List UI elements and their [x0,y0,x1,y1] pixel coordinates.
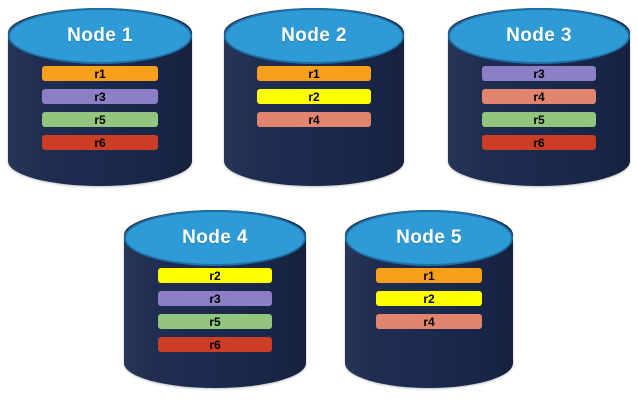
replica-label: r4 [533,89,545,104]
replica-label: r6 [94,135,106,150]
replica-label: r4 [423,314,435,329]
node-label: Node 2 [281,25,347,46]
replica-bar[interactable]: r5 [481,112,597,127]
replica-label: r5 [94,112,106,127]
node-label: Node 1 [67,25,133,46]
replica-label: r6 [533,135,545,150]
node-label: Node 5 [396,227,462,248]
database-node-5[interactable]: Node 5 r1 r2 r4 [345,210,513,388]
replica-list: r1 r2 r4 [345,268,513,337]
replica-bar[interactable]: r4 [376,314,482,329]
replica-bar[interactable]: r3 [157,291,273,306]
replica-list: r1 r2 r4 [224,66,404,135]
replica-bar[interactable]: r4 [481,89,597,104]
replica-list: r1 r3 r5 r6 [8,66,192,158]
node-label: Node 3 [506,25,572,46]
replica-label: r4 [308,112,320,127]
replica-list: r2 r3 r5 r6 [124,268,306,360]
replica-bar[interactable]: r2 [376,291,482,306]
database-node-1[interactable]: Node 1 r1 r3 r5 r6 [8,8,192,186]
cylinder-top-disc: Node 5 [345,210,513,266]
replica-bar[interactable]: r5 [42,112,158,127]
replica-label: r3 [533,66,545,81]
replica-label: r5 [533,112,545,127]
replica-label: r2 [209,268,221,283]
replica-bar[interactable]: r2 [257,89,371,104]
replica-label: r6 [209,337,221,352]
replica-bar[interactable]: r5 [157,314,273,329]
cylinder-top-disc: Node 4 [124,210,306,266]
cylinder-top-disc: Node 3 [448,8,630,64]
replica-label: r1 [308,66,320,81]
database-node-4[interactable]: Node 4 r2 r3 r5 r6 [124,210,306,388]
replica-bar[interactable]: r3 [481,66,597,81]
replica-bar[interactable]: r1 [376,268,482,283]
replica-label: r2 [423,291,435,306]
cylinder-top-disc: Node 1 [8,8,192,64]
replica-bar[interactable]: r6 [157,337,273,352]
replica-label: r5 [209,314,221,329]
replica-bar[interactable]: r6 [481,135,597,150]
database-node-2[interactable]: Node 2 r1 r2 r4 [224,8,404,186]
replica-label: r3 [94,89,106,104]
replica-label: r2 [308,89,320,104]
replica-bar[interactable]: r1 [257,66,371,81]
node-label: Node 4 [182,227,248,248]
replica-list: r3 r4 r5 r6 [448,66,630,158]
replica-bar[interactable]: r3 [42,89,158,104]
database-node-3[interactable]: Node 3 r3 r4 r5 r6 [448,8,630,186]
replica-bar[interactable]: r2 [157,268,273,283]
cylinder-top-disc: Node 2 [224,8,404,64]
replica-label: r1 [94,66,106,81]
replica-label: r3 [209,291,221,306]
replica-bar[interactable]: r4 [257,112,371,127]
replica-bar[interactable]: r1 [42,66,158,81]
replica-bar[interactable]: r6 [42,135,158,150]
replica-label: r1 [423,268,435,283]
